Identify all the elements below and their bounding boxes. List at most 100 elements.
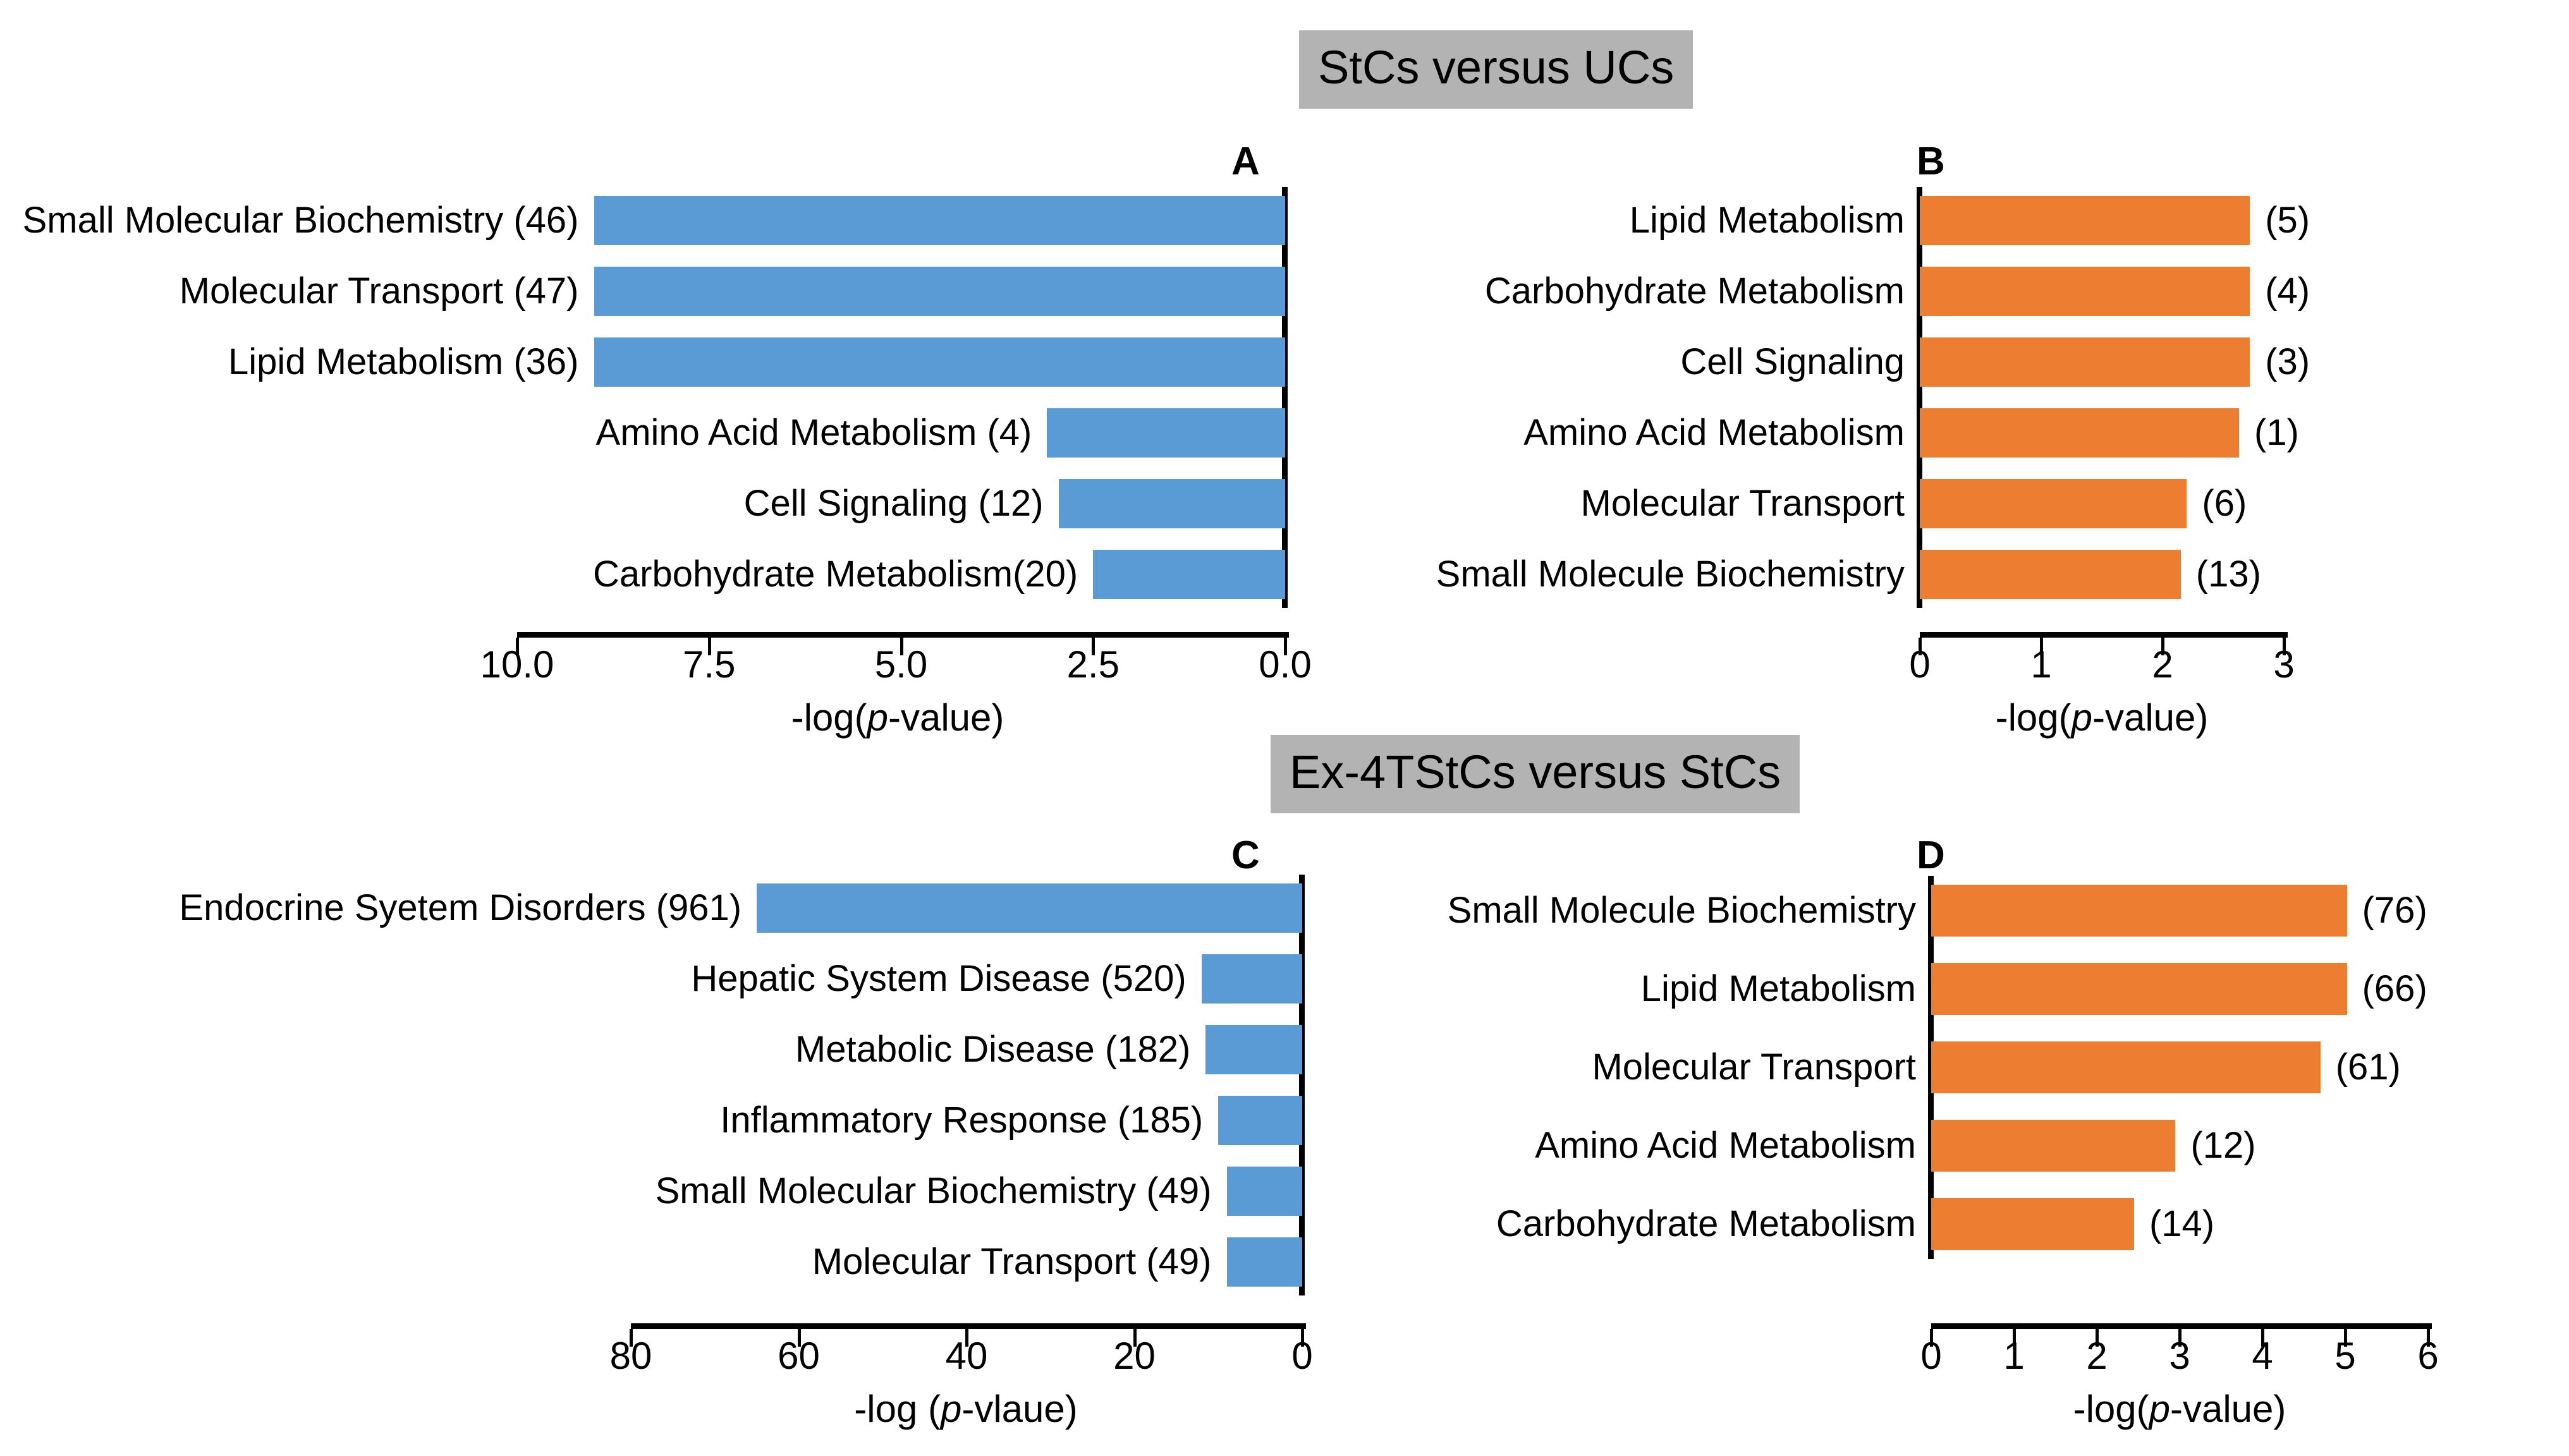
panel-letter-b: B bbox=[1917, 140, 1945, 183]
category-label: Molecular Transport bbox=[1580, 483, 1905, 524]
bar-value-label: (6) bbox=[2202, 483, 2247, 524]
category-label: Inflammatory Response (185) bbox=[720, 1100, 1204, 1141]
axis-tick-label: 2.5 bbox=[1066, 643, 1120, 686]
axis-title: -log(p-value) bbox=[2073, 1390, 2286, 1428]
axis-title-italic-p: p bbox=[940, 1388, 962, 1430]
category-label: Cell Signaling (12) bbox=[743, 483, 1044, 524]
bar-c-3 bbox=[1218, 1096, 1302, 1145]
category-label: Lipid Metabolism bbox=[1629, 200, 1905, 241]
bar-d-4 bbox=[1931, 1198, 2134, 1250]
axis-title-prefix: -log( bbox=[791, 696, 867, 739]
bar-value-label: (12) bbox=[2190, 1125, 2256, 1166]
axis-tick bbox=[2261, 1329, 2264, 1347]
axis-tick bbox=[707, 638, 711, 655]
axis-tick bbox=[1284, 638, 1287, 655]
panel-letter-d: D bbox=[1917, 834, 1945, 877]
axis-tick-label: 1 bbox=[2030, 643, 2052, 686]
axis-tick bbox=[2096, 1329, 2099, 1347]
bar-c-1 bbox=[1201, 954, 1302, 1004]
axis-title-prefix: -log( bbox=[2073, 1388, 2149, 1430]
axis-title-suffix: -value) bbox=[888, 696, 1004, 739]
axis-line-vertical bbox=[1282, 187, 1288, 608]
axis-line-vertical bbox=[1917, 187, 1922, 608]
bar-value-label: (4) bbox=[2265, 270, 2310, 312]
bar-b-1 bbox=[1920, 267, 2250, 316]
axis-tick-label: 0 bbox=[1920, 1335, 1942, 1377]
category-label: Amino Acid Metabolism bbox=[1523, 412, 1905, 453]
axis-tick-label: 40 bbox=[945, 1335, 988, 1377]
category-label: Lipid Metabolism (36) bbox=[228, 341, 579, 382]
category-label: Small Molecular Biochemistry (46) bbox=[22, 200, 579, 241]
axis-tick-label: 0.0 bbox=[1259, 643, 1312, 686]
axis-tick bbox=[2161, 638, 2164, 655]
category-label: Cell Signaling bbox=[1680, 341, 1905, 382]
axis-tick bbox=[630, 1329, 633, 1347]
axis-title: -log(p-value) bbox=[791, 699, 1004, 737]
axis-tick-label: 3 bbox=[2273, 643, 2295, 686]
bar-b-0 bbox=[1920, 196, 2250, 245]
category-label: Small Molecular Biochemistry (49) bbox=[655, 1170, 1212, 1211]
axis-tick bbox=[2283, 638, 2286, 655]
bar-a-5 bbox=[1093, 550, 1285, 599]
axis-tick bbox=[2427, 1329, 2430, 1347]
axis-tick-label: 80 bbox=[609, 1335, 652, 1377]
panel-letter-c: C bbox=[1231, 834, 1260, 877]
category-label: Lipid Metabolism bbox=[1640, 968, 1916, 1009]
axis-title-suffix: -value) bbox=[2170, 1388, 2286, 1430]
category-label: Amino Acid Metabolism bbox=[1535, 1125, 1916, 1166]
axis-title-italic-p: p bbox=[2149, 1388, 2170, 1430]
axis-title-suffix: -value) bbox=[2092, 696, 2209, 739]
axis-title-prefix: -log ( bbox=[854, 1388, 941, 1430]
bar-value-label: (66) bbox=[2362, 968, 2427, 1009]
axis-tick bbox=[2040, 638, 2043, 655]
axis-title: -log (p-vlaue) bbox=[854, 1390, 1077, 1428]
bar-b-2 bbox=[1920, 337, 2250, 387]
category-label: Amino Acid Metabolism (4) bbox=[595, 412, 1032, 453]
axis-tick-label: 10.0 bbox=[480, 643, 554, 686]
axis-tick-label: 5 bbox=[2334, 1335, 2356, 1377]
axis-tick-label: 2 bbox=[2152, 643, 2173, 686]
bar-c-0 bbox=[757, 883, 1302, 933]
bar-value-label: (1) bbox=[2254, 412, 2299, 453]
axis-tick bbox=[797, 1329, 801, 1347]
category-label: Endocrine Syetem Disorders (961) bbox=[179, 887, 742, 928]
category-label: Carbohydrate Metabolism(20) bbox=[593, 554, 1078, 595]
axis-line-vertical bbox=[1299, 875, 1305, 1295]
axis-tick bbox=[1133, 1329, 1137, 1347]
category-label: Small Molecule Biochemistry bbox=[1436, 554, 1905, 595]
axis-tick-label: 4 bbox=[2252, 1335, 2273, 1377]
axis-line-vertical bbox=[1928, 876, 1934, 1259]
category-label: Small Molecule Biochemistry bbox=[1447, 890, 1916, 931]
axis-tick bbox=[900, 638, 903, 655]
axis-title-suffix: -vlaue) bbox=[961, 1388, 1078, 1430]
bar-c-2 bbox=[1205, 1025, 1302, 1074]
bar-a-2 bbox=[594, 337, 1285, 387]
bar-a-3 bbox=[1047, 408, 1285, 458]
axis-tick-label: 20 bbox=[1113, 1335, 1156, 1377]
axis-title-italic-p: p bbox=[867, 696, 888, 739]
axis-tick-label: 2 bbox=[2086, 1335, 2108, 1377]
axis-tick bbox=[2013, 1329, 2016, 1347]
bar-b-4 bbox=[1920, 479, 2187, 528]
axis-tick bbox=[516, 638, 519, 655]
bar-value-label: (14) bbox=[2149, 1203, 2215, 1244]
category-label: Metabolic Disease (182) bbox=[795, 1029, 1191, 1070]
category-label: Carbohydrate Metabolism bbox=[1484, 270, 1905, 312]
axis-tick bbox=[965, 1329, 968, 1347]
axis-tick-label: 7.5 bbox=[683, 643, 736, 686]
axis-tick-label: 6 bbox=[2417, 1335, 2439, 1377]
axis-tick bbox=[1919, 638, 1922, 655]
axis-tick-label: 1 bbox=[2003, 1335, 2025, 1377]
axis-tick-label: 5.0 bbox=[874, 643, 928, 686]
category-label: Carbohydrate Metabolism bbox=[1496, 1203, 1916, 1244]
bar-b-5 bbox=[1920, 550, 2181, 599]
axis-tick bbox=[2344, 1329, 2347, 1347]
bar-value-label: (61) bbox=[2335, 1046, 2401, 1088]
axis-line-horizontal bbox=[631, 1323, 1306, 1329]
bar-c-5 bbox=[1226, 1237, 1302, 1287]
axis-line-horizontal bbox=[1920, 632, 2288, 638]
bar-value-label: (5) bbox=[2265, 200, 2310, 241]
axis-tick-label: 0 bbox=[1291, 1335, 1313, 1377]
axis-tick-label: 0 bbox=[1909, 643, 1931, 686]
